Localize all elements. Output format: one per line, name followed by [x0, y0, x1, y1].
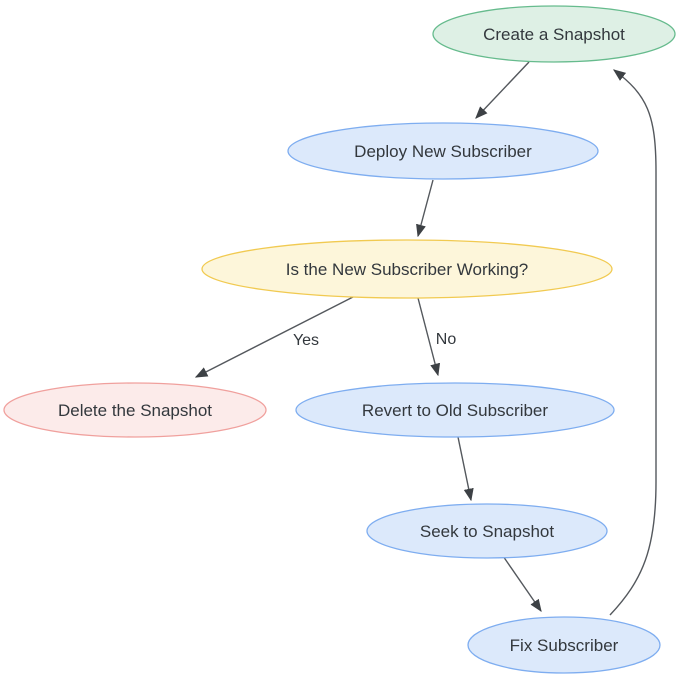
edge-labels-layer: Yes No — [293, 331, 456, 349]
edges-layer — [194, 61, 657, 616]
node-deploy-new-subscriber-shape — [287, 122, 599, 180]
edge-label-no: No — [436, 331, 457, 348]
node-revert-to-old-subscriber-shape — [295, 382, 615, 438]
node-is-new-subscriber-working-label: Is the New Subscriber Working? — [286, 260, 529, 279]
edge-working-to-delete-yes — [194, 296, 354, 378]
node-delete-the-snapshot: Delete the Snapshot — [3, 382, 267, 438]
node-deploy-new-subscriber: Deploy New Subscriber — [287, 122, 599, 180]
node-is-new-subscriber-working: Is the New Subscriber Working? — [201, 239, 613, 299]
node-fix-subscriber-shape — [467, 616, 661, 674]
edge-working-to-revert-no — [417, 297, 441, 377]
node-seek-to-snapshot-label: Seek to Snapshot — [420, 522, 554, 541]
edge-create-to-deploy — [475, 61, 530, 119]
node-create-snapshot-label: Create a Snapshot — [483, 25, 625, 44]
node-create-snapshot: Create a Snapshot — [432, 5, 676, 63]
edge-seek-to-fix — [502, 555, 542, 613]
node-deploy-new-subscriber-label: Deploy New Subscriber — [354, 142, 532, 161]
edge-revert-to-seek — [457, 436, 474, 502]
node-revert-to-old-subscriber-label: Revert to Old Subscriber — [362, 401, 548, 420]
node-fix-subscriber-label: Fix Subscriber — [510, 636, 619, 655]
node-create-snapshot-shape — [432, 5, 676, 63]
node-fix-subscriber: Fix Subscriber — [467, 616, 661, 674]
node-seek-to-snapshot: Seek to Snapshot — [366, 503, 608, 559]
node-revert-to-old-subscriber: Revert to Old Subscriber — [295, 382, 615, 438]
edge-deploy-to-working — [416, 179, 434, 238]
node-is-new-subscriber-working-shape — [201, 239, 613, 299]
node-seek-to-snapshot-shape — [366, 503, 608, 559]
node-delete-the-snapshot-shape — [3, 382, 267, 438]
edge-fix-to-create — [609, 69, 657, 616]
edge-label-yes: Yes — [293, 332, 319, 349]
node-delete-the-snapshot-label: Delete the Snapshot — [58, 401, 212, 420]
